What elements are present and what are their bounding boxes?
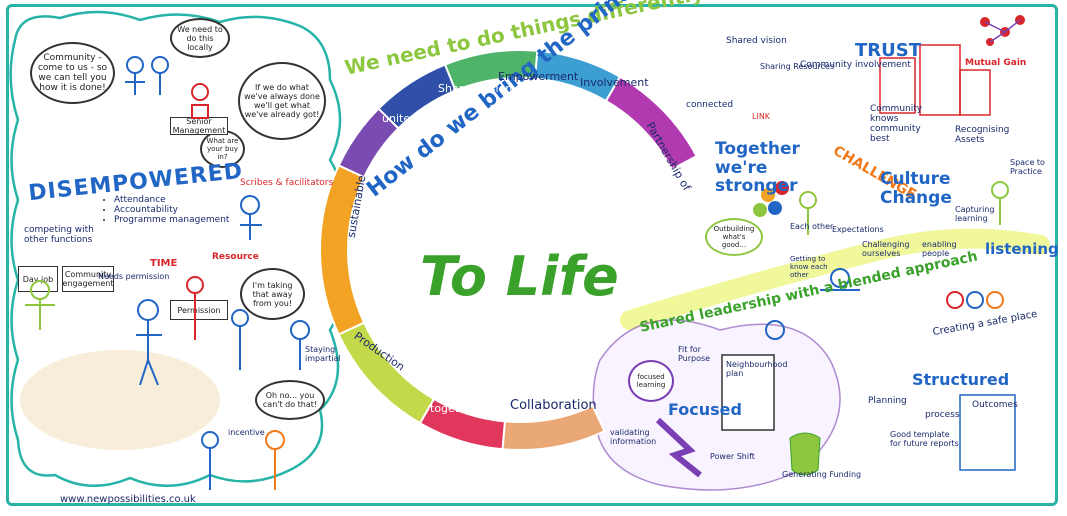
wheel-segment [501, 404, 606, 451]
power-shift-note: Power Shift [710, 452, 755, 461]
always-bubble-text: If we do what we've always done we'll ge… [244, 83, 320, 119]
scribes-label: Scribes & facilitators [240, 178, 334, 188]
segment-involvement: Involvement [580, 76, 649, 89]
to-life-focus: To Life [420, 245, 619, 308]
community-knows-best-note: Community knows community best [870, 104, 923, 144]
validating-note: validating information [610, 428, 657, 446]
community-engagement-box: Community engagement [62, 266, 114, 292]
oh-no-bubble: Oh no... you can't do that! [255, 380, 325, 420]
staying-impartial-label: Staying impartial [305, 345, 341, 363]
focused-learning-text: focused learning [636, 373, 666, 389]
connected-note: connected [686, 100, 734, 110]
locally-bubble: We need to do this locally [170, 18, 230, 58]
day-job-box: Day job [18, 266, 58, 292]
generating-funding-note: Generating Funding [782, 470, 862, 479]
senior-management-text: Senior Management [172, 117, 226, 135]
buy-in-bubble-text: What are your buy in? [206, 137, 239, 161]
outbuilding-bubble: Outbuilding what's good... [705, 218, 763, 256]
trust-label: TRUST [855, 40, 921, 61]
bullet-programme: Programme management [114, 215, 229, 225]
community-bubble-text: Community - come to us - so we can tell … [37, 53, 108, 93]
focused-label: Focused [668, 400, 742, 419]
capturing-learning-note: Capturing learning [955, 205, 995, 223]
permission-sign: Permission [170, 300, 228, 320]
oh-no-text: Oh no... you can't do that! [262, 391, 318, 409]
segment-together: together [430, 402, 478, 415]
process-note: process [925, 410, 960, 420]
taking-away-text: I'm taking that away from you! [252, 280, 293, 308]
wheel-segment [418, 397, 507, 451]
listening-label: listening [985, 240, 1059, 258]
community-engagement-text: Community engagement [62, 270, 114, 288]
permission-text: Permission [177, 305, 221, 315]
wheel-segment [319, 164, 366, 336]
culture-change-label: Culture Change [880, 169, 952, 208]
mutual-gain-label: Mutual Gain [965, 58, 1027, 68]
bullet-accountability: Accountability [114, 205, 229, 215]
segment-united: united [382, 112, 418, 125]
structured-label: Structured [912, 370, 1010, 389]
challenging-ourselves-note: Challenging ourselves [862, 240, 910, 258]
wheel-segment [337, 321, 436, 425]
expectations-note: Expectations [832, 225, 884, 234]
outbuilding-text: Outbuilding what's good... [713, 225, 755, 249]
day-job-text: Day job [22, 274, 54, 284]
each-other-note: Each other [790, 222, 834, 231]
incentive-label: incentive [228, 428, 265, 437]
shared-vision-note: Shared vision [726, 36, 787, 46]
segment-shared-vision: Shared vision [438, 82, 513, 95]
segment-empowerment: Empowerment [498, 70, 579, 83]
enabling-people-note: enabling people [922, 240, 957, 258]
community-involvement-note: Community involvement [800, 60, 911, 70]
together-stronger-label: Together we're stronger [715, 139, 800, 197]
space-to-practice-note: Space to Practice [1010, 158, 1045, 176]
wheel-segment [604, 75, 698, 171]
needs-permission-label: Needs permission [98, 272, 170, 281]
outer-frame [6, 4, 1058, 506]
link-tag: LINK [752, 112, 771, 121]
bullet-list: Attendance Accountability Programme mana… [100, 195, 229, 225]
outcomes-note: Outcomes [972, 400, 1018, 410]
time-label: TIME [150, 258, 178, 269]
bullet-attendance: Attendance [114, 195, 229, 205]
getting-to-know-note: Getting to know each other [790, 255, 828, 279]
recognising-assets-note: Recognising Assets [955, 125, 1010, 145]
taking-away-bubble: I'm taking that away from you! [240, 268, 305, 320]
segment-collaboration: Collaboration [510, 398, 597, 413]
locally-bubble-text: We need to do this locally [177, 24, 223, 52]
website-label: www.newpossibilities.co.uk [60, 494, 196, 505]
good-template-note: Good template for future reports [890, 430, 959, 448]
fit-for-purpose-note: Fit for Purpose [678, 345, 711, 363]
planning-note: Planning [868, 396, 907, 406]
focused-learning-bubble: focused learning [628, 360, 674, 402]
competing-label: competing with other functions [24, 225, 94, 245]
sharing-resources-note: Sharing Resources [760, 62, 835, 71]
community-bubble: Community - come to us - so we can tell … [30, 42, 115, 104]
resource-label: Resource [212, 252, 259, 262]
always-bubble: If we do what we've always done we'll ge… [238, 62, 326, 140]
neighbourhood-plan-note: Neighbourhood plan [726, 360, 788, 378]
